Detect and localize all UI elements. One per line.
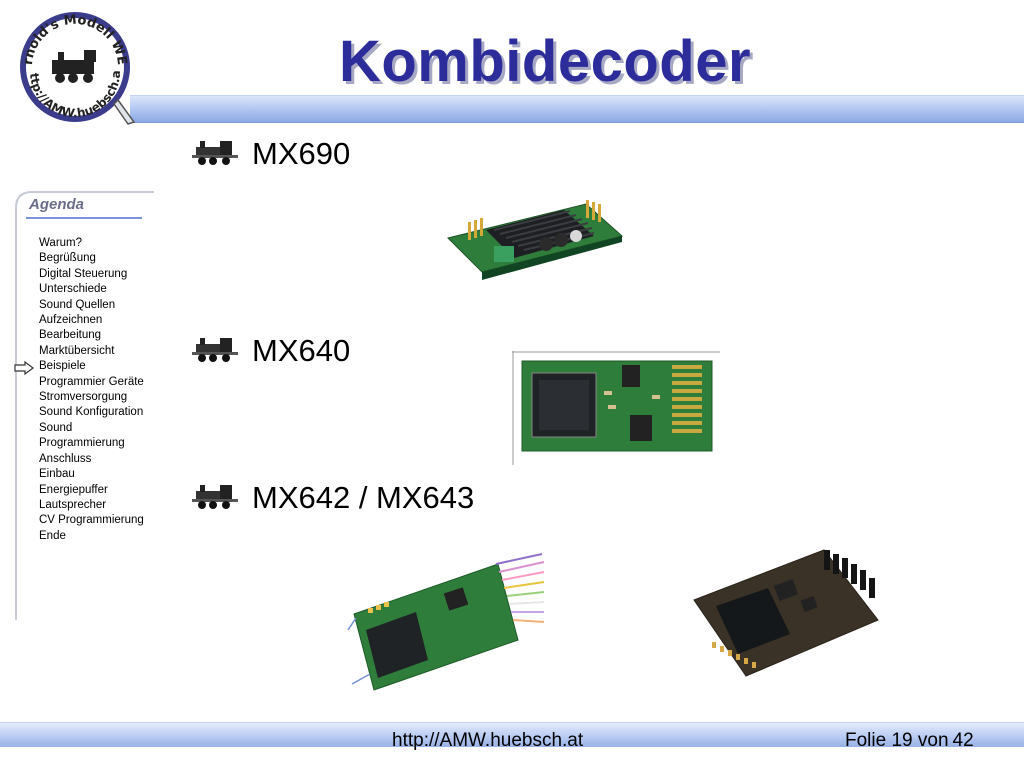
bullet-heading: MX642 / MX643 [252, 480, 475, 515]
footer-band [0, 722, 1024, 747]
agenda-item[interactable]: Warum? [39, 237, 83, 249]
agenda-item[interactable]: Programmier Geräte [39, 375, 144, 388]
mx643-decoder-image [693, 549, 879, 677]
agenda-item[interactable]: Marktübersicht [39, 344, 115, 357]
agenda-item[interactable]: Unterschiede [39, 283, 107, 296]
bullet-heading: MX690 [252, 136, 351, 171]
mx640-decoder-image [512, 351, 720, 465]
agenda-item[interactable]: Ende [39, 529, 66, 542]
agenda-title: Agenda [29, 196, 85, 213]
agenda-item[interactable]: CV Programmierung [39, 514, 144, 527]
agenda-item[interactable]: Anschluss [39, 452, 92, 465]
agenda-item[interactable]: Begrüßung [39, 252, 96, 265]
steam-locomotive-icon [52, 50, 96, 83]
agenda-item[interactable]: Energiepuffer [39, 483, 108, 496]
agenda-item[interactable]: Sound [39, 421, 73, 434]
agenda-item[interactable]: Bearbeitung [39, 329, 102, 342]
agenda-item[interactable]: Sound Quellen [39, 298, 116, 311]
footer-url[interactable]: http://AMW.huebsch.at [392, 730, 584, 751]
agenda-item[interactable]: Digital Steuerung [39, 267, 128, 280]
slide-total: 42 [952, 730, 974, 751]
agenda-list: Warum? Begrüßung Digital Steuerung Unter… [39, 236, 144, 544]
locomotive-icon [192, 338, 238, 362]
agenda-item[interactable]: Sound Konfiguration [39, 406, 144, 419]
agenda-item[interactable]: Programmierung [39, 437, 125, 450]
bullet-heading: MX640 [252, 333, 351, 368]
agenda-item[interactable]: Einbau [39, 468, 75, 481]
current-item-arrow-icon [14, 361, 34, 375]
site-logo: Arnold's Modell WEB http://AMW.huebsch.a… [10, 2, 136, 125]
agenda-item[interactable]: Aufzeichnen [39, 314, 103, 327]
mx642-decoder-image [347, 553, 545, 691]
slide-number-label: Folie 19 von [845, 730, 949, 751]
page-title: Kombidecoder [338, 29, 752, 94]
agenda-item-current[interactable]: Beispiele [39, 360, 86, 373]
mx690-decoder-image [447, 200, 624, 280]
agenda-item[interactable]: Lautsprecher [39, 498, 107, 511]
title-band [130, 95, 1024, 123]
agenda-frame [15, 191, 154, 620]
locomotive-icon [192, 485, 238, 509]
locomotive-icon [192, 141, 238, 165]
agenda-item[interactable]: Stromversorgung [39, 391, 128, 404]
